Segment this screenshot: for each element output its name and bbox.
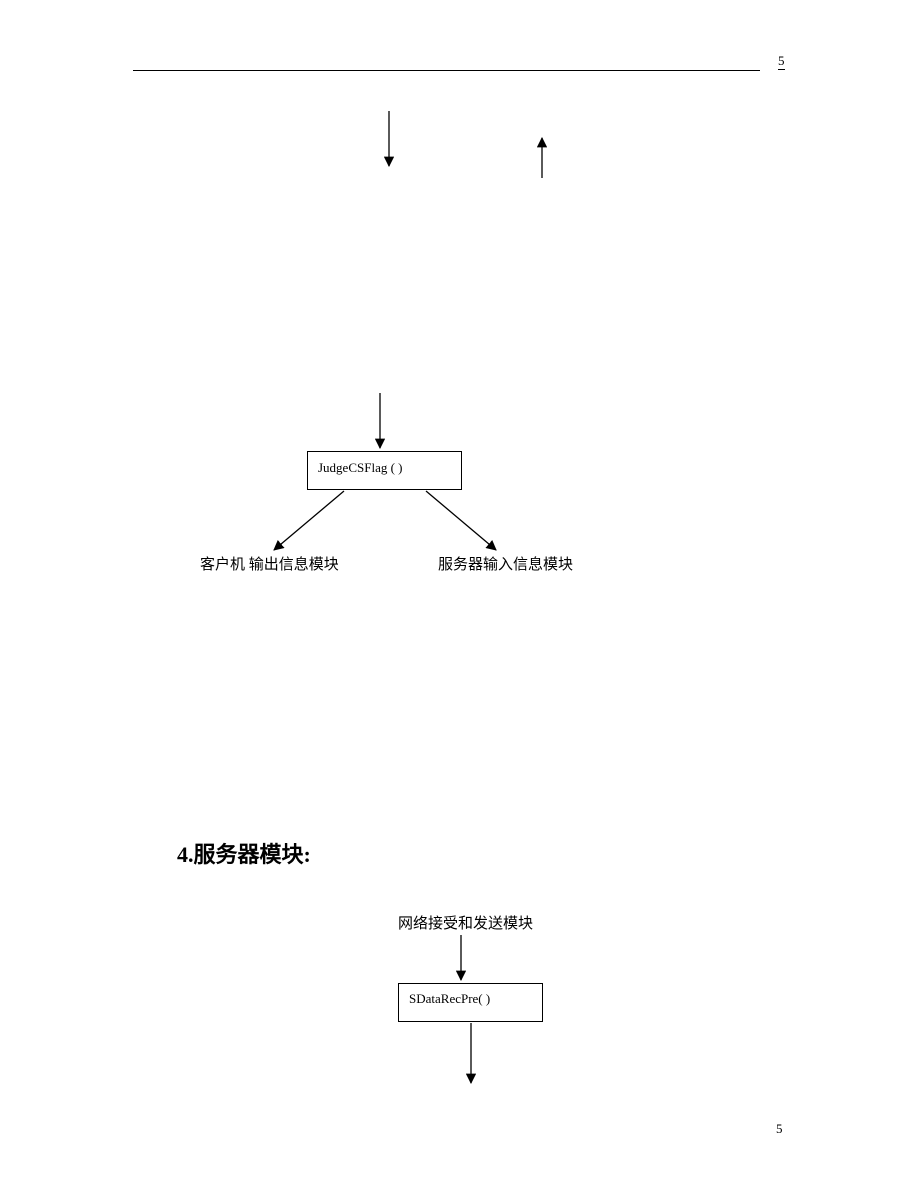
footer-page-number: 5: [776, 1121, 783, 1136]
arrow-to-client-output: [273, 490, 345, 551]
header-rule: [133, 70, 760, 71]
section-heading: 4.服务器模块:: [177, 842, 311, 867]
judgecsflag-label: JudgeCSFlag ( ): [318, 460, 403, 475]
arrow-to-server-input: [425, 490, 497, 551]
judgecsflag-box: JudgeCSFlag ( ): [307, 451, 462, 490]
server-input-module-label: 服务器输入信息模块: [438, 557, 574, 573]
client-output-module-label: 客户机 输出信息模块: [200, 557, 339, 573]
sdatarecpre-label: SDataRecPre( ): [409, 991, 491, 1006]
network-module-label: 网络接受和发送模块: [398, 916, 534, 932]
sdatarecpre-box: SDataRecPre( ): [398, 983, 543, 1022]
header-page-number: 5: [778, 53, 785, 70]
